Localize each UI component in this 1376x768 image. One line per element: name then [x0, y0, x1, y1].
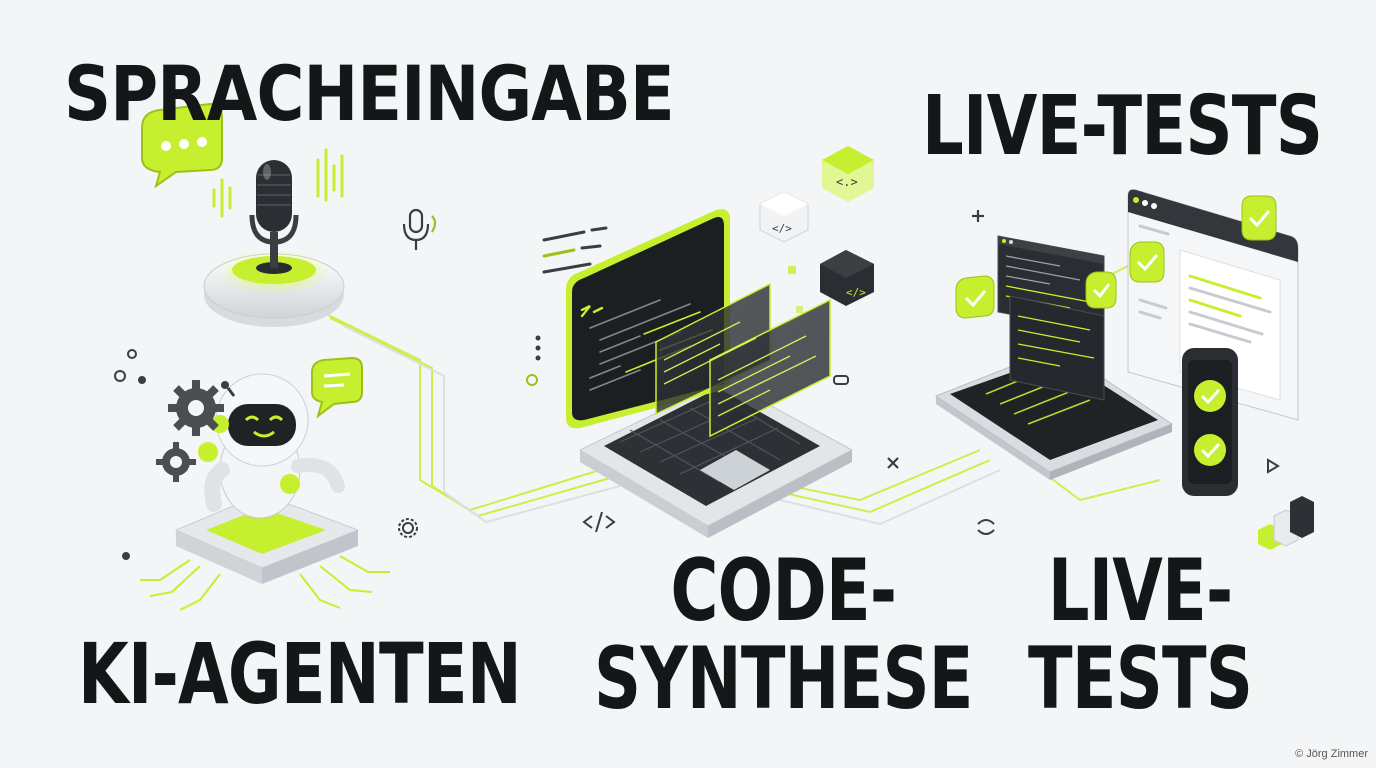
headline-code-synthese: CODE- SYNTHESE: [594, 547, 973, 723]
svg-text:</>: </>: [772, 222, 792, 235]
tablet-icon: [934, 347, 1174, 480]
headline-ki-agenten: KI-AGENTEN: [78, 625, 522, 723]
code-lines-decor: [542, 226, 608, 274]
robot-icon: [140, 373, 390, 611]
headline-live-line2: TESTS: [1028, 628, 1253, 729]
decorative-marks: [114, 210, 1280, 560]
code-cube-icon: <.> </> </>: [759, 146, 874, 313]
svg-text:</>: </>: [846, 286, 866, 299]
code-panel-glass: [655, 282, 831, 438]
gear-icon: [156, 380, 224, 482]
svg-text:<.>: <.>: [836, 175, 858, 189]
chat-bubble-icon: [311, 356, 363, 419]
smartphone-icon: [1182, 348, 1238, 496]
headline-spracheingabe: SPRACHEINGABE: [64, 49, 675, 138]
settings-icon: [398, 518, 418, 538]
headline-code-line1: CODE-: [670, 541, 897, 641]
small-microphone-icon: [402, 208, 437, 250]
bar-blocks: [1258, 496, 1314, 550]
headline-live-tests-bottom: LIVE- TESTS: [1028, 547, 1253, 723]
headline-live-tests-top: LIVE-TESTS: [922, 79, 1323, 174]
headline-live-line1: LIVE-: [1047, 541, 1233, 641]
code-window-panel: [997, 235, 1105, 401]
copyright-credit: © Jörg Zimmer: [1295, 748, 1368, 760]
speech-bubble-icon: [141, 102, 223, 189]
headline-code-line2: SYNTHESE: [594, 628, 973, 729]
checkmark-icon: [955, 195, 1277, 319]
microphone-icon: [203, 148, 345, 327]
